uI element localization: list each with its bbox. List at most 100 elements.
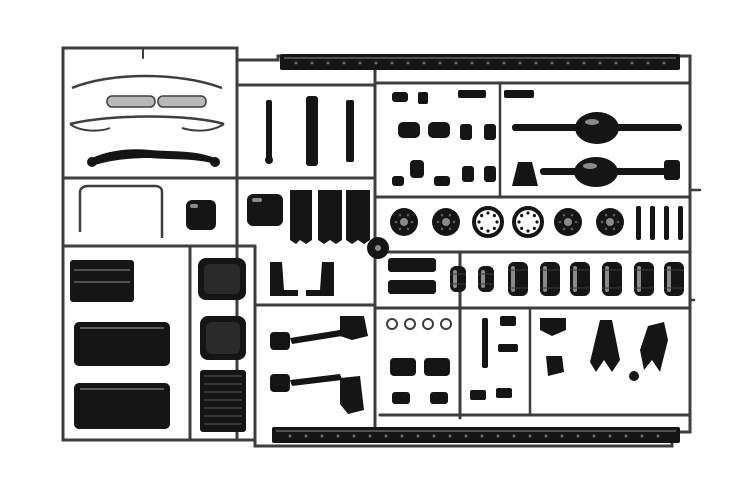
fittings-cylinders bbox=[390, 358, 450, 404]
rail-bottom-holes bbox=[288, 434, 660, 438]
rail-hole bbox=[384, 434, 388, 438]
rail-hole bbox=[432, 434, 436, 438]
crossmember-plates bbox=[290, 190, 370, 244]
valve-brackets bbox=[470, 316, 518, 400]
wheel-hubs-row bbox=[390, 206, 624, 238]
rail-hole bbox=[550, 61, 554, 65]
rail-hole bbox=[544, 434, 548, 438]
rear-axle-housing-1 bbox=[512, 112, 682, 144]
rail-hole bbox=[566, 61, 570, 65]
wheel-hub bbox=[554, 208, 582, 236]
seat-cushion-1 bbox=[198, 258, 246, 300]
battery-box bbox=[70, 260, 134, 302]
bumper-bars bbox=[69, 74, 225, 132]
rail-hole bbox=[470, 61, 474, 65]
rail-hole bbox=[624, 434, 628, 438]
step-grille-panel bbox=[200, 370, 246, 432]
tank-strap-panel bbox=[388, 258, 436, 294]
wheel-hub bbox=[432, 208, 460, 236]
air-tank bbox=[664, 262, 684, 296]
fittings-rings bbox=[386, 318, 452, 330]
rail-hole bbox=[448, 434, 452, 438]
rail-hole bbox=[592, 434, 596, 438]
rail-hole bbox=[374, 61, 378, 65]
rail-top-holes bbox=[294, 61, 666, 65]
air-tank bbox=[450, 266, 466, 292]
rail-hole bbox=[560, 434, 564, 438]
mesh-grille-right bbox=[157, 95, 207, 108]
rail-hole bbox=[640, 434, 644, 438]
spare-wheel-hub bbox=[367, 237, 389, 259]
air-tank bbox=[570, 262, 590, 296]
fuel-tank-upper bbox=[74, 322, 170, 366]
air-tanks-row bbox=[450, 262, 684, 296]
front-axle-beam bbox=[87, 149, 220, 167]
rail-hole bbox=[336, 434, 340, 438]
mesh-grille-left bbox=[106, 95, 156, 108]
rail-hole bbox=[390, 61, 394, 65]
rail-hole bbox=[326, 61, 330, 65]
rail-hole bbox=[662, 61, 666, 65]
rail-hole bbox=[598, 61, 602, 65]
differential-cover bbox=[512, 162, 538, 186]
air-tank bbox=[508, 262, 528, 296]
sprue-frame bbox=[61, 46, 702, 448]
rail-hole bbox=[608, 434, 612, 438]
fuel-tank-lower bbox=[74, 383, 170, 429]
rail-hole bbox=[288, 434, 292, 438]
rail-hole bbox=[486, 61, 490, 65]
rail-hole bbox=[422, 61, 426, 65]
chassis-rail-top bbox=[280, 54, 680, 70]
steering-column-set bbox=[265, 96, 354, 166]
rail-hole bbox=[528, 434, 532, 438]
air-tank bbox=[540, 262, 560, 296]
shock-absorbers bbox=[636, 206, 683, 240]
rail-hole bbox=[502, 61, 506, 65]
mirror-head-1 bbox=[186, 200, 216, 230]
wheel-hub bbox=[512, 206, 544, 238]
mirror-head-2 bbox=[247, 194, 283, 226]
wheel-hub bbox=[390, 208, 418, 236]
rail-hole bbox=[406, 61, 410, 65]
rail-hole bbox=[480, 434, 484, 438]
brake-chamber-set bbox=[392, 90, 680, 186]
wheel-hub bbox=[472, 206, 504, 238]
rail-hole bbox=[294, 61, 298, 65]
rail-hole bbox=[646, 61, 650, 65]
step-grille-ribs bbox=[204, 375, 242, 425]
rail-hole bbox=[352, 434, 356, 438]
suspension-arm-upper bbox=[270, 316, 368, 350]
rail-hole bbox=[576, 434, 580, 438]
rail-hole bbox=[358, 61, 362, 65]
wheel-hub bbox=[596, 208, 624, 236]
chassis-rail-bottom bbox=[272, 427, 680, 443]
rail-hole bbox=[512, 434, 516, 438]
rail-hole bbox=[438, 61, 442, 65]
rail-hole bbox=[630, 61, 634, 65]
rail-hole bbox=[582, 61, 586, 65]
rail-hole bbox=[304, 434, 308, 438]
mirror-arm-frame bbox=[78, 184, 164, 238]
rail-hole bbox=[464, 434, 468, 438]
leaf-spring-hangers bbox=[270, 262, 334, 296]
seat-cushion-2 bbox=[200, 316, 246, 360]
rail-hole bbox=[656, 434, 660, 438]
rail-hole bbox=[416, 434, 420, 438]
rail-hole bbox=[320, 434, 324, 438]
rail-hole bbox=[400, 434, 404, 438]
rail-hole bbox=[534, 61, 538, 65]
fifth-wheel-levers bbox=[540, 318, 668, 381]
rail-hole bbox=[310, 61, 314, 65]
rail-hole bbox=[368, 434, 372, 438]
rail-hole bbox=[496, 434, 500, 438]
rail-hole bbox=[342, 61, 346, 65]
rail-hole bbox=[454, 61, 458, 65]
rear-axle-housing-2 bbox=[540, 157, 680, 187]
air-tank bbox=[634, 262, 654, 296]
rail-hole bbox=[614, 61, 618, 65]
rail-hole bbox=[518, 61, 522, 65]
suspension-arm-lower bbox=[270, 374, 364, 414]
air-tank bbox=[602, 262, 622, 296]
